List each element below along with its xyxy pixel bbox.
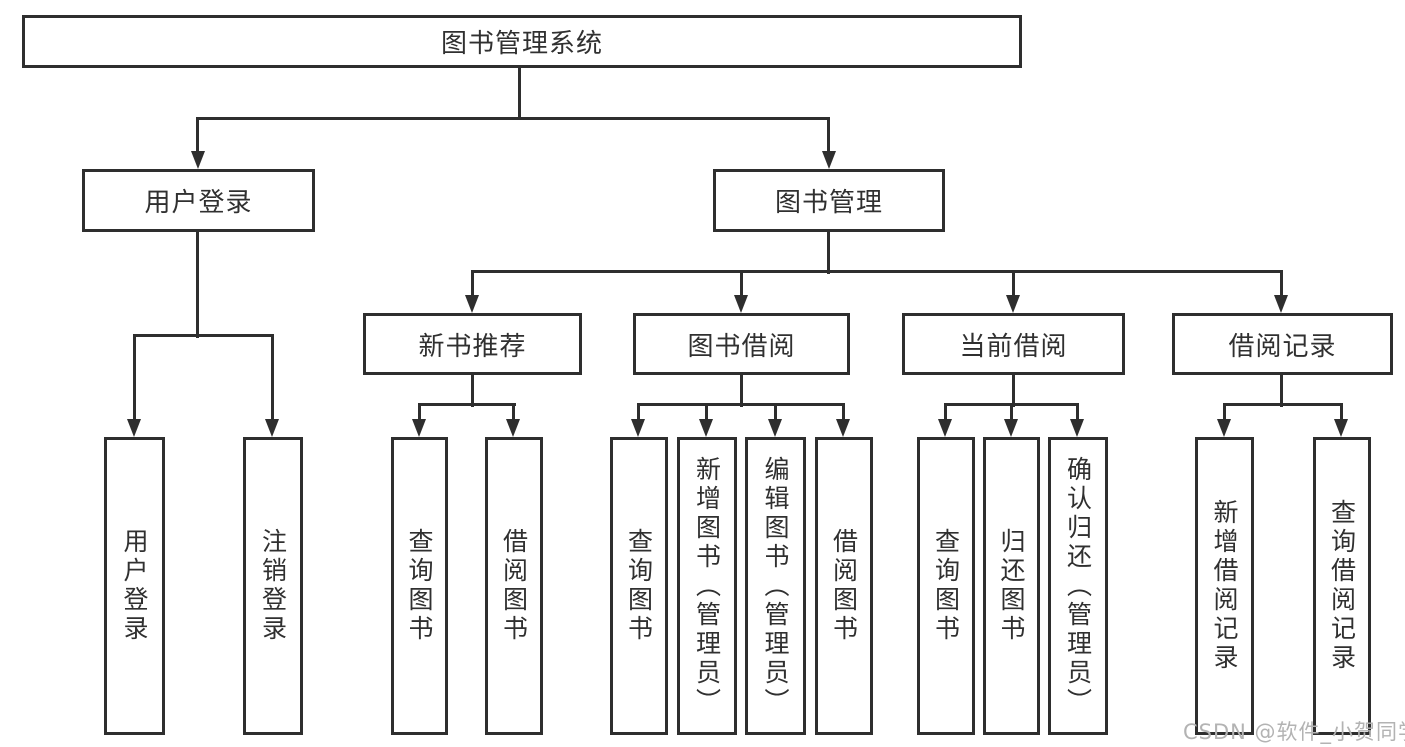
connector-line — [1012, 373, 1015, 407]
arrow-down-icon — [734, 295, 748, 313]
leaf-label: 编辑图书（管理员） — [761, 455, 790, 717]
leaf-label: 新增借阅记录 — [1210, 499, 1239, 673]
leaf-return-books: 归还图书 — [983, 437, 1040, 735]
connector-line — [471, 270, 1283, 273]
connector-line — [196, 230, 199, 338]
connector-line — [637, 403, 640, 421]
leaf-query-books-recommend: 查询图书 — [391, 437, 448, 735]
arrow-down-icon — [631, 419, 645, 437]
node-label: 用户登录 — [144, 188, 253, 218]
leaf-label: 查询图书 — [931, 528, 961, 644]
connector-line — [1223, 403, 1226, 421]
node-borrow-records: 借阅记录 — [1172, 313, 1393, 375]
connector-line — [740, 373, 743, 407]
leaf-add-books-admin: 新增图书（管理员） — [677, 437, 737, 735]
node-label: 当前借阅 — [959, 331, 1068, 362]
arrow-down-icon — [1004, 419, 1018, 437]
node-label: 图书借阅 — [687, 331, 796, 362]
connector-line — [471, 373, 474, 407]
arrow-down-icon — [768, 419, 782, 437]
arrow-down-icon — [265, 419, 279, 437]
leaf-label: 归还图书 — [997, 528, 1026, 644]
leaf-label: 查询图书 — [624, 528, 654, 644]
arrow-down-icon — [465, 295, 479, 313]
connector-line — [133, 334, 136, 421]
connector-line — [705, 403, 708, 421]
node-library-management-system: 图书管理系统 — [22, 15, 1022, 68]
node-label: 借阅记录 — [1228, 331, 1337, 362]
leaf-edit-books-admin: 编辑图书（管理员） — [745, 437, 806, 735]
node-book-borrow: 图书借阅 — [633, 313, 850, 375]
arrow-down-icon — [412, 419, 426, 437]
connector-line — [418, 403, 421, 421]
connector-line — [512, 403, 515, 421]
connector-line — [774, 403, 777, 421]
arrow-down-icon — [1334, 419, 1348, 437]
leaf-query-books-current: 查询图书 — [917, 437, 975, 735]
leaf-add-borrow-record: 新增借阅记录 — [1195, 437, 1254, 735]
node-label: 图书管理 — [774, 188, 883, 218]
connector-line — [471, 270, 474, 297]
leaf-logout: 注销登录 — [243, 437, 303, 735]
arrow-down-icon — [1274, 295, 1288, 313]
node-current-borrow: 当前借阅 — [902, 313, 1125, 375]
connector-line — [197, 117, 830, 120]
arrow-down-icon — [127, 419, 141, 437]
arrow-down-icon — [822, 151, 836, 169]
arrow-down-icon — [699, 419, 713, 437]
leaf-user-login: 用户登录 — [104, 437, 165, 735]
connector-line — [518, 66, 521, 120]
leaf-confirm-return-admin: 确认归还（管理员） — [1048, 437, 1108, 735]
connector-line — [196, 117, 199, 153]
leaf-label: 用户登录 — [120, 528, 149, 644]
arrow-down-icon — [1006, 295, 1020, 313]
connector-line — [1010, 403, 1013, 421]
connector-line — [1340, 403, 1343, 421]
leaf-label: 查询借阅记录 — [1327, 499, 1357, 673]
connector-line — [944, 403, 947, 421]
leaf-label: 借阅图书 — [829, 528, 859, 644]
arrow-down-icon — [191, 151, 205, 169]
connector-line — [637, 403, 845, 406]
node-label: 新书推荐 — [418, 331, 527, 362]
node-label: 图书管理系统 — [440, 29, 603, 59]
connector-line — [740, 270, 743, 297]
node-user-login: 用户登录 — [82, 169, 315, 232]
connector-line — [827, 117, 830, 153]
connector-line — [1223, 403, 1343, 406]
arrow-down-icon — [938, 419, 952, 437]
watermark: CSDN @软件_小贺同学 — [1183, 720, 1405, 744]
arrow-down-icon — [1217, 419, 1231, 437]
connector-line — [1076, 403, 1079, 421]
node-book-management: 图书管理 — [713, 169, 945, 232]
arrow-down-icon — [506, 419, 520, 437]
leaf-label: 借阅图书 — [499, 528, 529, 644]
connector-line — [827, 230, 830, 274]
connector-line — [842, 403, 845, 421]
connector-line — [133, 334, 274, 337]
leaf-borrow-books: 借阅图书 — [815, 437, 873, 735]
connector-line — [1012, 270, 1015, 297]
connector-line — [1280, 373, 1283, 407]
arrow-down-icon — [1070, 419, 1084, 437]
arrow-down-icon — [836, 419, 850, 437]
leaf-label: 注销登录 — [258, 528, 288, 644]
leaf-label: 确认归还（管理员） — [1063, 455, 1093, 717]
connector-line — [1280, 270, 1283, 297]
leaf-borrow-books-recommend: 借阅图书 — [485, 437, 543, 735]
leaf-query-books-borrow: 查询图书 — [610, 437, 668, 735]
leaf-label: 新增图书（管理员） — [692, 455, 722, 717]
node-new-book-recommend: 新书推荐 — [363, 313, 582, 375]
leaf-query-borrow-record: 查询借阅记录 — [1313, 437, 1371, 735]
connector-line — [418, 403, 516, 406]
leaf-label: 查询图书 — [405, 528, 434, 644]
connector-line — [271, 334, 274, 421]
